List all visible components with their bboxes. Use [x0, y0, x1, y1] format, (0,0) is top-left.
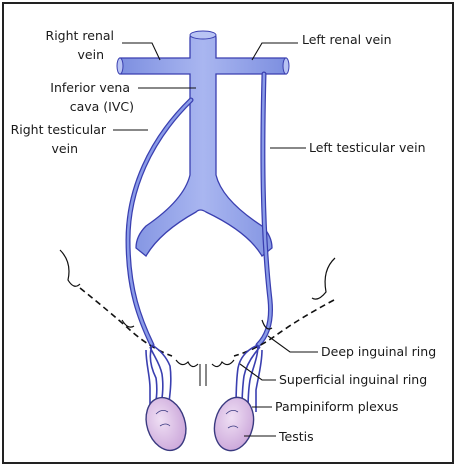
leader-deep-inguinal-ring — [267, 335, 318, 353]
label-superficial-inguinal-ring: Superficial inguinal ring — [279, 372, 427, 387]
label-ivc: Inferior vena cava (IVC) — [50, 80, 134, 114]
label-right-renal-vein: Right renal vein — [46, 28, 118, 62]
superficial-ring-left — [211, 359, 235, 368]
leader-right-renal-vein — [122, 42, 161, 61]
label-deep-inguinal-ring: Deep inguinal ring — [321, 344, 436, 359]
label-right-testicular-vein: Right testicular vein — [11, 122, 110, 156]
right-renal-vein-opening — [116, 57, 124, 75]
abdominal-wall-right — [59, 249, 81, 287]
leader-left-renal-vein — [251, 42, 298, 61]
label-left-testicular-vein: Left testicular vein — [309, 140, 426, 155]
leader-lines — [113, 42, 318, 437]
testis-left — [213, 396, 255, 452]
leader-superficial-inguinal-ring — [239, 363, 276, 381]
ivc-top-opening — [189, 30, 217, 40]
left-renal-vein-opening — [282, 57, 290, 75]
label-left-renal-vein: Left renal vein — [302, 32, 392, 47]
deep-ring-left — [261, 319, 273, 330]
label-testis: Testis — [278, 429, 314, 444]
superficial-ring-right — [175, 359, 199, 368]
abdominal-wall-left — [311, 257, 336, 300]
inguinal-canal-right — [79, 287, 173, 357]
label-pampiniform-plexus: Pampiniform plexus — [275, 399, 398, 414]
deep-ring-right — [121, 319, 135, 328]
